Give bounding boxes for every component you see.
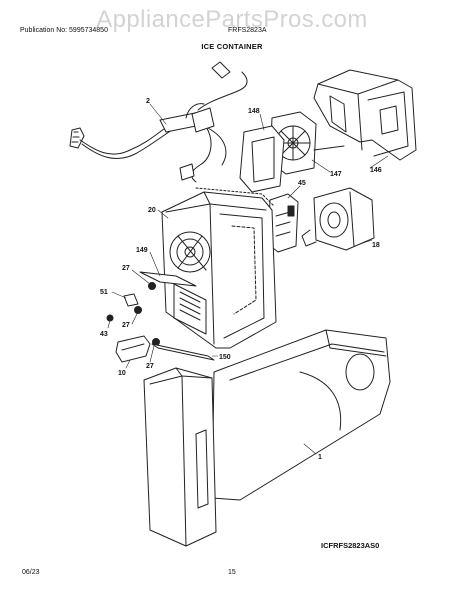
part-51[interactable]: [123, 293, 139, 307]
ice-maker-cover[interactable]: [313, 69, 417, 161]
drawing-code: ICFRFS2823AS0: [321, 541, 380, 550]
callout-screw-27-low: 27: [146, 363, 154, 370]
callout-part-10: 10: [118, 370, 126, 377]
callout-cover: 146: [370, 167, 382, 174]
callout-ice-bucket: 1: [318, 454, 322, 461]
screw-27-top[interactable]: [148, 282, 156, 290]
ice-bucket[interactable]: [143, 329, 391, 547]
gasket-150[interactable]: [151, 343, 215, 361]
publication-number: Publication No: 5995734850: [20, 27, 108, 34]
callout-gasket-150: 150: [219, 354, 231, 361]
callout-air-duct: 148: [248, 108, 260, 115]
callout-housing: 20: [148, 207, 156, 214]
part-10[interactable]: [115, 335, 151, 363]
screw-27-mid[interactable]: [134, 306, 142, 314]
callout-wire-harness: 2: [146, 98, 150, 105]
auger-motor[interactable]: [301, 187, 375, 251]
air-duct[interactable]: [239, 125, 285, 193]
callout-screw-27-mid: 27: [122, 322, 130, 329]
callout-bracket-149: 149: [136, 247, 148, 254]
leader-lines: [107, 103, 389, 455]
watermark: AppliancePartsPros.com: [96, 6, 368, 33]
callout-screw-43: 43: [100, 331, 108, 338]
footer-date: 06/23: [22, 569, 40, 576]
wire-harness[interactable]: [69, 61, 248, 183]
ice-maker-housing[interactable]: [161, 187, 277, 349]
model-number: FRFS2823A: [228, 27, 267, 34]
callout-switch: 45: [298, 180, 306, 187]
callout-part-51: 51: [100, 289, 108, 296]
bracket-149[interactable]: [139, 271, 197, 287]
callout-fan-motor: 147: [330, 171, 342, 178]
callout-screw-27-top: 27: [122, 265, 130, 272]
switch[interactable]: [267, 193, 299, 253]
callout-auger-motor: 18: [372, 242, 380, 249]
section-title: ICE CONTAINER: [201, 42, 263, 51]
footer-page-number: 15: [228, 569, 236, 576]
